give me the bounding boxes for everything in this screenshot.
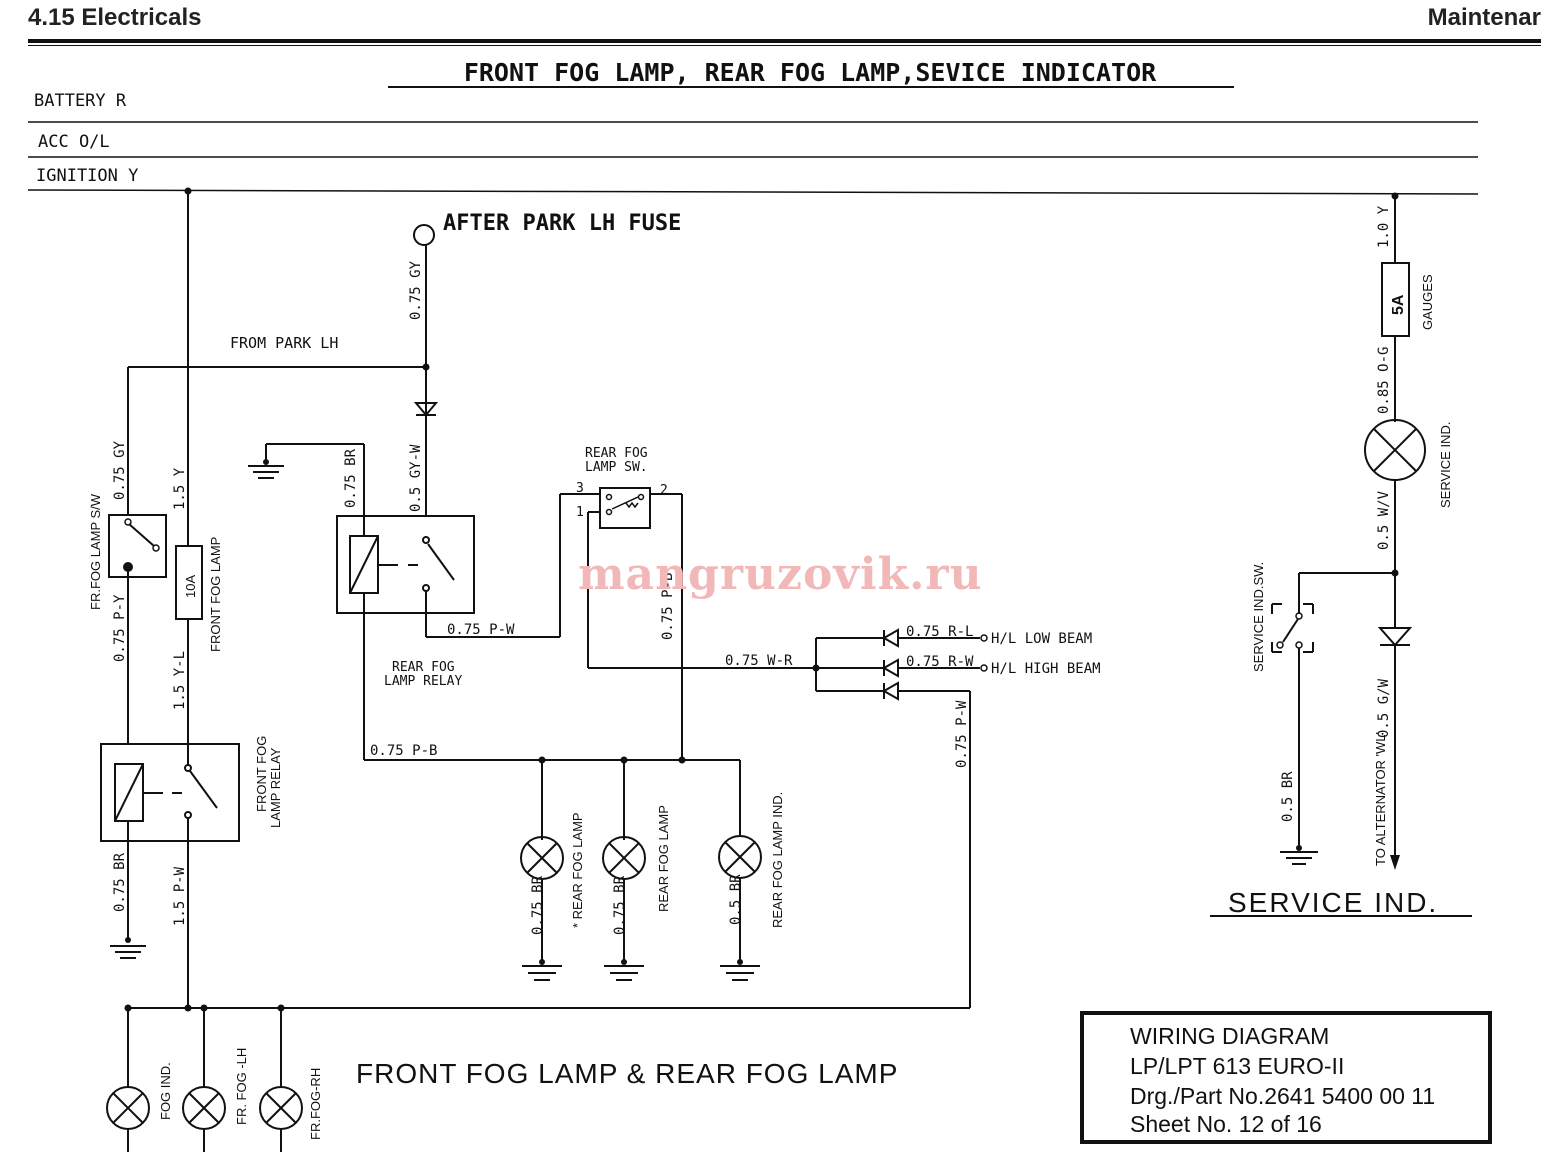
section-right-title: Maintenar	[1427, 4, 1541, 31]
front-relay-label-2: LAMP RELAY	[268, 747, 283, 828]
wire-label-gy075b: 0.75 GY	[112, 440, 128, 500]
header-rule	[28, 39, 1541, 43]
bus-battery-label: BATTERY R	[34, 91, 127, 111]
diagram-title: FRONT FOG LAMP, REAR FOG LAMP,SEVICE IND…	[464, 58, 1157, 87]
fuse-5a-label: 5A	[1390, 294, 1407, 315]
front-fog-relay	[100, 743, 240, 842]
title-block-line2: LP/LPT 613 EURO-II	[1130, 1053, 1344, 1079]
title-block-line4: Sheet No. 12 of 16	[1130, 1111, 1322, 1137]
arrow-alternator	[1390, 855, 1400, 870]
rear-fog-sw-label-2: LAMP SW.	[585, 460, 648, 475]
section-title: 4.15 Electricals	[28, 4, 202, 31]
wire-label-rl075: 0.75 R-L	[906, 624, 973, 640]
wire-label-br075a: 0.75 BR	[112, 852, 128, 912]
title-block-line3: Drg./Part No.2641 5400 00 11	[1130, 1083, 1435, 1109]
front-relay-label-1: FRONT FOG	[254, 736, 269, 812]
right-caption: SERVICE IND.	[1228, 887, 1438, 918]
page-header: 4.15 Electricals Maintenar	[0, 0, 1541, 46]
wire-label-pw075: 0.75 P-W	[447, 622, 515, 638]
fr-fog-sw-label: FR.FOG LAMP S/W	[88, 493, 103, 610]
bus-ignition-label: IGNITION Y	[36, 166, 138, 186]
wire-label-gy075: 0.75 GY	[408, 260, 424, 320]
wire-label-br075c: 0.75 BR	[530, 875, 546, 935]
fuse-10a-label: 10A	[183, 575, 198, 598]
wire-label-gw05: 0.5 G/W	[1376, 678, 1392, 738]
pin-1: 1	[576, 505, 584, 520]
high-beam-label: H/L HIGH BEAM	[991, 661, 1101, 677]
wire-label-br05b: 0.5 BR	[1280, 771, 1296, 822]
wire-label-py075: 0.75 P-Y	[112, 594, 128, 662]
relay-switch	[427, 543, 455, 581]
bus-acc-label: ACC O/L	[38, 132, 110, 152]
rear-fog-relay	[336, 515, 475, 614]
diode-alternator	[1377, 627, 1413, 647]
diode-after-park	[413, 402, 439, 417]
fr-fog-lamp-switch	[108, 514, 167, 578]
wire-label-y10: 1.0 Y	[1376, 205, 1392, 248]
rear-fog-lamp-b-label: REAR FOG LAMP	[656, 805, 671, 912]
wire-label-br075: 0.75 BR	[343, 448, 359, 508]
wire-label-br05: 0.5 BR	[728, 874, 744, 925]
rear-fog-lamp-ind-label: REAR FOG LAMP IND.	[770, 792, 785, 928]
wire-label-wr075: 0.75 W-R	[725, 653, 793, 669]
service-sw-label: SERVICE IND.SW.	[1251, 562, 1266, 672]
wire-label-og085: 0.85 O-G	[1376, 347, 1392, 414]
fr-fog-lh-label: FR. FOG -LH	[234, 1048, 249, 1125]
to-alternator-label: TO ALTERNATOR 'WL'	[1373, 732, 1388, 866]
diode-front-fog	[881, 681, 899, 701]
rear-fog-sw-label-1: REAR FOG	[585, 446, 648, 461]
after-park-terminal	[413, 224, 435, 246]
from-park-label: FROM PARK LH	[230, 334, 338, 352]
wire-label-y15: 1.5 Y	[172, 467, 188, 510]
rear-relay-label-1: REAR FOG	[392, 660, 455, 675]
relay-switch	[189, 770, 218, 809]
diode-high-beam	[881, 658, 899, 678]
rear-fog-lamp-switch	[599, 487, 651, 529]
junction	[422, 363, 430, 371]
wire-label-rw075: 0.75 R-W	[906, 654, 974, 670]
wire-label-wv05: 0.5 W/V	[1376, 490, 1392, 550]
diode-low-beam	[881, 628, 899, 648]
fr-fog-rh-label: FR.FOG-RH	[308, 1068, 323, 1140]
rear-fog-lamp-a-label: * REAR FOG LAMP	[570, 812, 585, 928]
bus-ignition	[27, 189, 1479, 195]
pin-3: 3	[576, 481, 584, 496]
title-block	[1080, 1011, 1492, 1144]
watermark: mangruzovik.ru	[578, 549, 983, 600]
wire-label-br075d: 0.75 BR	[612, 875, 628, 935]
low-beam-label: H/L LOW BEAM	[991, 631, 1092, 647]
header-rule-thin	[28, 45, 1541, 46]
wire-label-pw15: 1.5 P-W	[172, 866, 188, 926]
wire-label-yl15: 1.5 Y-L	[172, 651, 188, 710]
left-caption: FRONT FOG LAMP & REAR FOG LAMP	[356, 1058, 898, 1089]
rear-relay-label-2: LAMP RELAY	[384, 674, 462, 689]
wire-label-pb075v: 0.75 P-B	[660, 573, 676, 640]
fog-ind-label: FOG IND.	[158, 1062, 173, 1120]
pin-2: 2	[660, 483, 668, 498]
gauges-label: GAUGES	[1420, 274, 1435, 330]
service-ind-switch	[1271, 603, 1314, 653]
wire-label-gyw05: 0.5 GY-W	[408, 444, 424, 512]
after-park-label: AFTER PARK LH FUSE	[443, 211, 681, 236]
front-fog-lamp-label: FRONT FOG LAMP	[208, 537, 223, 652]
service-ind-lamp-label: SERVICE IND.	[1438, 422, 1453, 508]
title-block-line1: WIRING DIAGRAM	[1130, 1023, 1329, 1049]
wire-label-pb075: 0.75 P-B	[370, 743, 437, 759]
wire-label-pw075v: 0.75 P-W	[954, 700, 970, 768]
